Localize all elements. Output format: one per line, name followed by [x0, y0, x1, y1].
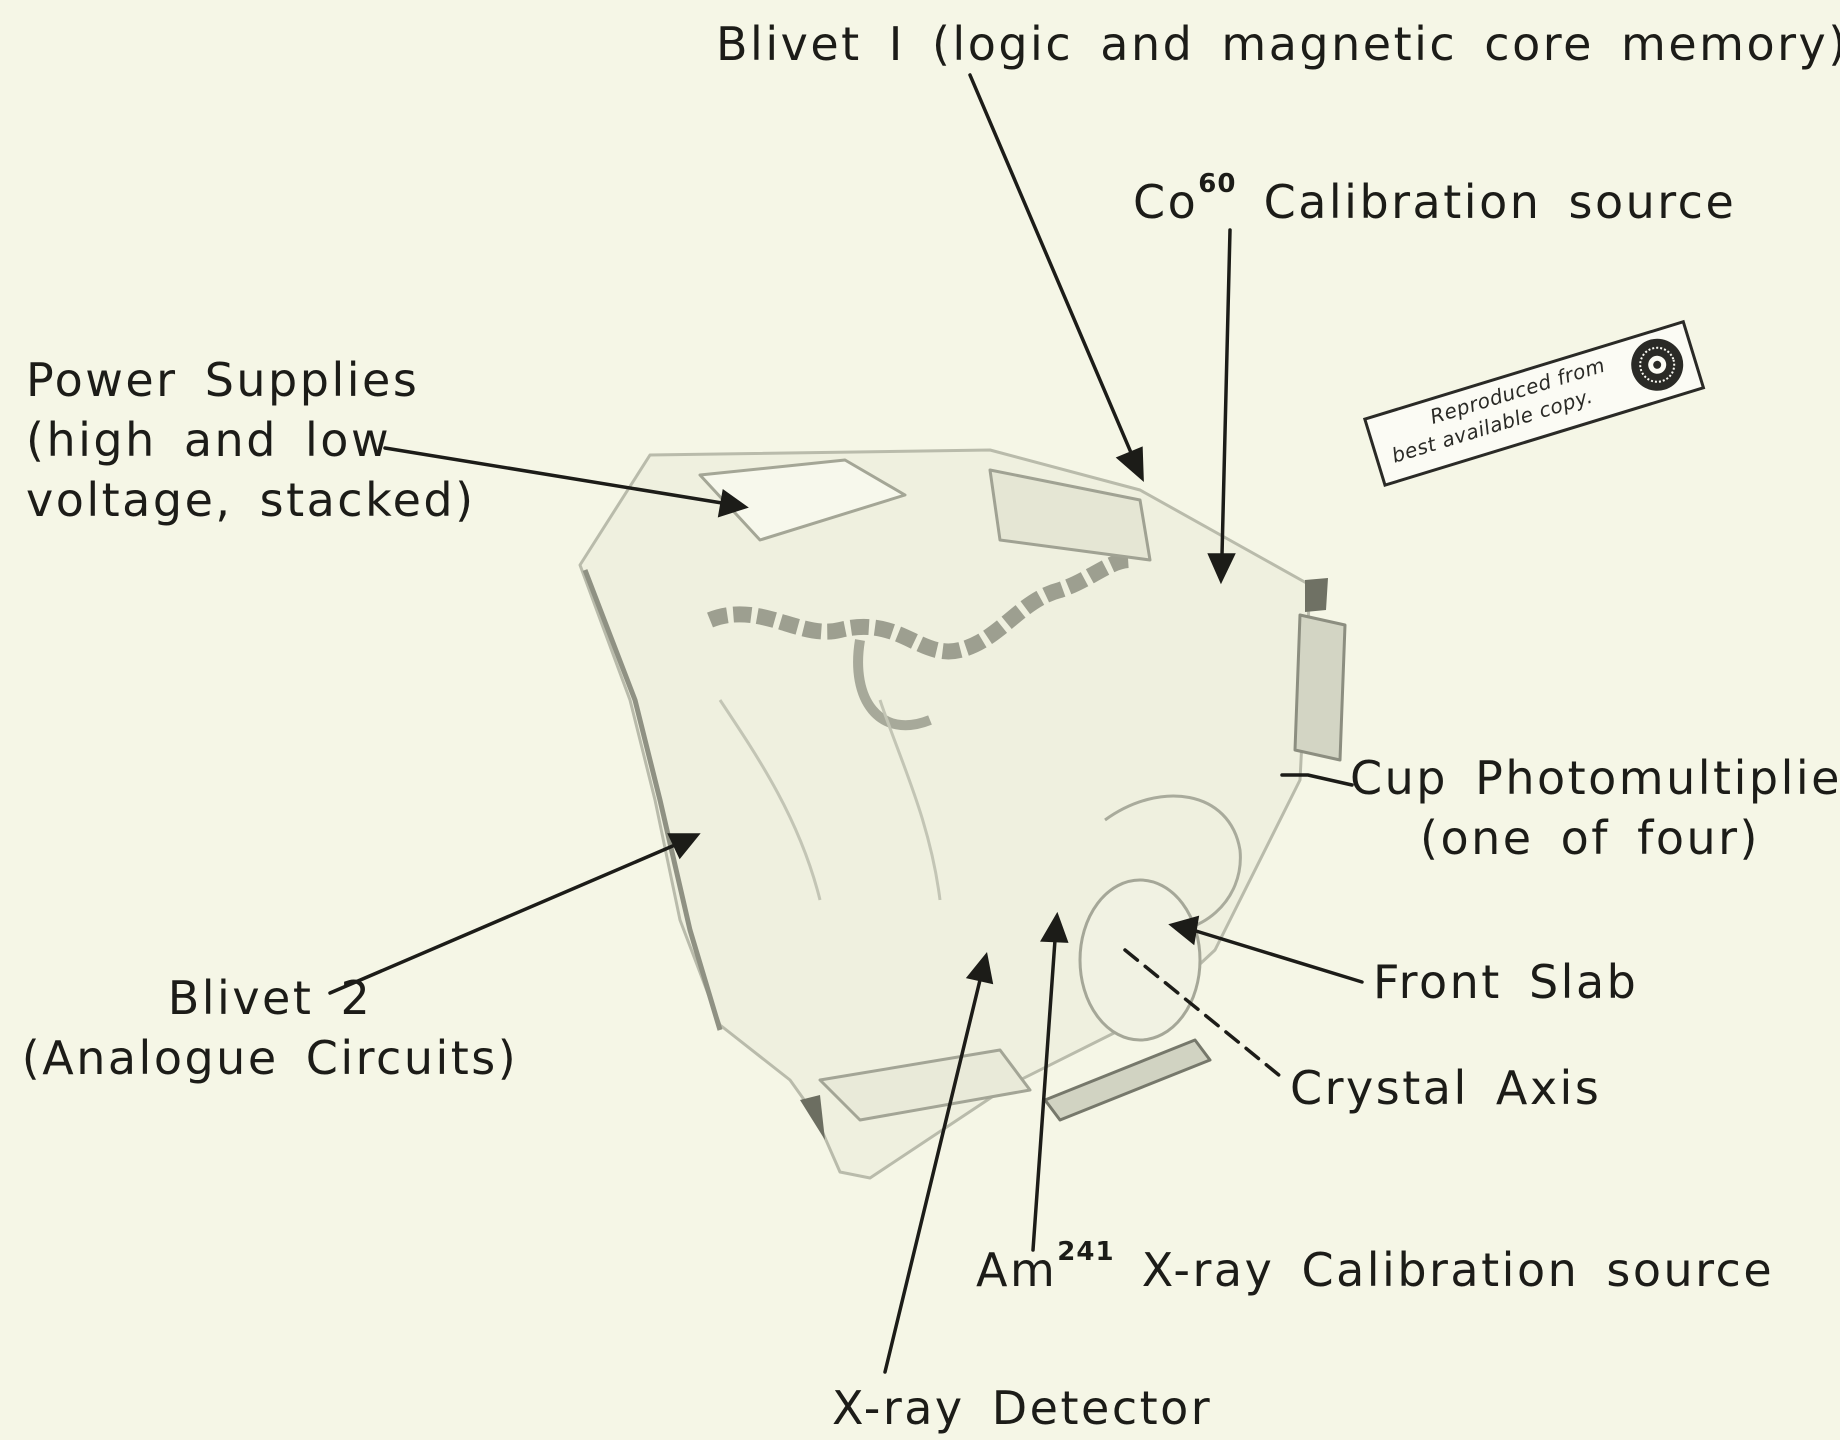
label-co60-rest: Calibration source — [1264, 175, 1737, 229]
label-blivet1: Blivet I (logic and magnetic core memory… — [716, 14, 1840, 74]
photomultiplier-cup — [1295, 615, 1345, 760]
label-co60: Co60 Calibration source — [1133, 172, 1736, 232]
label-cup-photomultiplier: Cup Photomultiplier (one of four) — [1350, 748, 1830, 868]
label-power-line1: Power Supplies — [26, 350, 476, 410]
leader-blivet1 — [970, 75, 1132, 455]
label-am241-rest: X-ray Calibration source — [1142, 1243, 1774, 1297]
label-co60-superscript: 60 — [1198, 169, 1236, 199]
leader-co60 — [1222, 230, 1230, 555]
label-front-slab: Front Slab — [1373, 952, 1638, 1012]
arrowhead-blivet1 — [1119, 449, 1142, 478]
label-am241-superscript: 241 — [1057, 1237, 1114, 1267]
label-blivet2-line1: Blivet 2 — [10, 968, 530, 1028]
label-am241-prefix: Am — [976, 1243, 1057, 1297]
label-xray-detector: X-ray Detector — [832, 1378, 1212, 1438]
photomultiplier-tab — [1305, 578, 1328, 612]
label-crystal-axis: Crystal Axis — [1290, 1058, 1601, 1118]
label-blivet2: Blivet 2 (Analogue Circuits) — [10, 968, 530, 1088]
label-cup-line2: (one of four) — [1350, 808, 1830, 868]
stamp-seal-icon — [1622, 330, 1692, 400]
front-slab-disc — [1080, 880, 1200, 1040]
leader-front-slab — [1196, 931, 1362, 982]
label-power-line3: voltage, stacked) — [26, 470, 476, 530]
label-power-line2: (high and low — [26, 410, 476, 470]
label-power-supplies: Power Supplies (high and low voltage, st… — [26, 350, 476, 530]
label-am241: Am241 X-ray Calibration source — [976, 1240, 1774, 1300]
label-blivet2-line2: (Analogue Circuits) — [10, 1028, 530, 1088]
label-co60-prefix: Co — [1133, 175, 1198, 229]
label-cup-line1: Cup Photomultiplier — [1350, 748, 1830, 808]
